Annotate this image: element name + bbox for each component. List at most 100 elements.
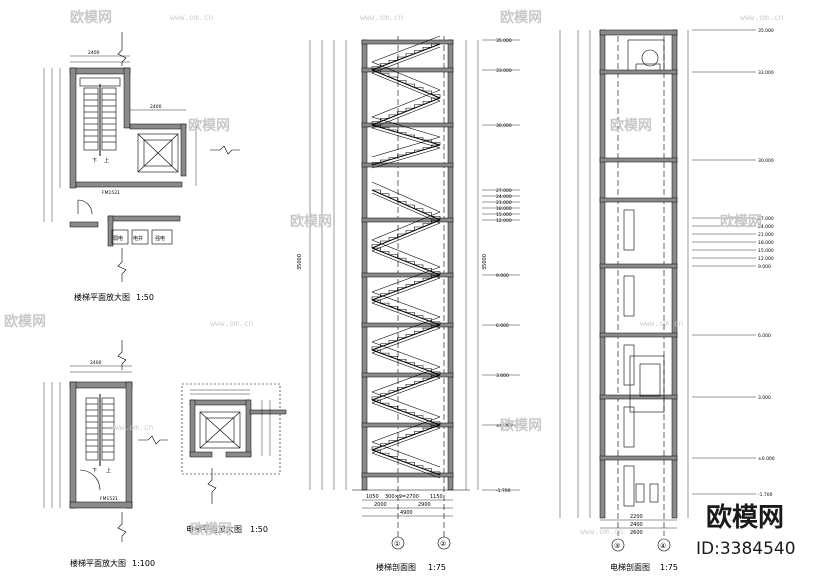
stair-bottom-dim-4: 2000: [374, 502, 387, 508]
elevator-elevation-label: 3.000: [758, 395, 771, 401]
elevator-section-title: 电梯剖面图: [610, 562, 650, 572]
elevator-slab: [599, 394, 678, 400]
elevator-elevation-label: -1.700: [758, 492, 773, 498]
door-tag: FM1521: [102, 190, 120, 196]
elevator-plan-scale: 1:50: [250, 525, 268, 534]
stair-slab: [361, 322, 454, 328]
elevator-slab: [599, 332, 678, 338]
stair-plan-2-scale: 1:100: [132, 559, 155, 568]
stair-bottom-dim-1: 1050: [366, 494, 379, 500]
stair-slab: [361, 67, 454, 73]
stair-slab: [361, 472, 454, 478]
id-badge: 欧模网 ID:3384540: [696, 502, 796, 559]
stair-slab: [361, 272, 454, 278]
stair-elevation-label: 18.000: [496, 206, 512, 212]
stair-bottom-dim-6: 4900: [400, 510, 413, 516]
elevator-slab: [599, 455, 678, 461]
stair-slab: [361, 422, 454, 428]
room-label-well: 电井: [133, 235, 143, 242]
elev-bottom-dim-2: 2400: [630, 522, 643, 528]
stair-axis-1: ①: [394, 540, 400, 548]
stair-flight: [371, 181, 441, 224]
elevator-elevation-label: 27.000: [758, 216, 774, 222]
stair-flight: [371, 35, 441, 74]
elev-bottom-dim-3: 2600: [630, 530, 643, 536]
stair-slab: [361, 372, 454, 378]
id-badge-number: ID:3384540: [696, 539, 796, 559]
stair-elevation-label: 9.000: [496, 273, 509, 279]
stair-flight: [371, 341, 441, 379]
landing-door: [623, 344, 635, 386]
stair-flight: [371, 136, 441, 169]
stair-elevation-label: 6.000: [496, 323, 509, 329]
stair-plan-1: 下 上 弱电 电井 强电 FM1521 2400 2400: [43, 32, 240, 302]
stair-flight: [371, 266, 441, 304]
watermark-brand-2: 欧模网: [500, 9, 542, 26]
stair-flight: [371, 366, 441, 404]
stair-elevation-label: ±0.000: [496, 423, 513, 429]
stair-section-scale: 1:75: [428, 563, 446, 572]
dim-top-b: 2400: [90, 360, 102, 366]
elevator-elevation-label: 6.000: [758, 333, 771, 339]
stair-plan-1-title: 楼梯平面放大图: [74, 292, 130, 302]
svg-text:下: 下: [92, 468, 97, 474]
watermark-brand-3: 欧模网: [188, 117, 230, 134]
id-badge-brand: 欧模网: [706, 502, 784, 533]
watermark-site-5: www.om.cn: [640, 319, 684, 328]
stair-slab: [361, 217, 454, 223]
watermark-brand-1: 欧模网: [70, 9, 112, 26]
elevator-elevation-label: 35.000: [758, 28, 774, 34]
elevator-elevation-label: 12.000: [758, 256, 774, 262]
stair-plan-2-title: 楼梯平面放大图: [70, 558, 126, 568]
stair-flight: [371, 391, 441, 429]
svg-text:上: 上: [106, 467, 111, 474]
elevator-elevation-label: 21.000: [758, 232, 774, 238]
stair-plan-1-scale: 1:50: [136, 293, 154, 302]
elevator-slab: [599, 197, 678, 203]
stair-section-title: 楼梯剖面图: [376, 562, 416, 572]
stair-slab: [361, 162, 454, 168]
stair-elevation-label: 33.000: [496, 68, 512, 74]
elevator-slab: [599, 69, 678, 75]
stair-flight: [371, 116, 441, 149]
stair-plan-2: 下 上 FM1521 2400 楼梯平面放大图 1:100: [43, 340, 168, 568]
stair-elevation-label: 12.000: [496, 218, 512, 224]
watermarks: 欧模网 www.om.cn 欧模网 www.om.cn www.om.cn 欧模…: [4, 9, 784, 538]
elevator-plan: 电梯平面放大图 1:50: [181, 383, 287, 534]
stair-slab: [361, 122, 454, 128]
stair-elevation-label: 15.000: [496, 212, 512, 218]
stair-flight: [371, 291, 441, 329]
stair-axis-2: ②: [440, 540, 446, 548]
watermark-site-4: www.om.cn: [210, 319, 254, 328]
elevator-plan-title: 电梯平面放大图: [186, 524, 242, 534]
elevator-elevation-label: 33.000: [758, 70, 774, 76]
room-label-strong: 强电: [155, 235, 165, 242]
watermark-site-1: www.om.cn: [170, 13, 214, 22]
landing-door: [623, 465, 635, 507]
stair-bottom-dim-2: 300×9=2700: [385, 494, 419, 500]
elevator-section: 35.00033.00030.00027.00024.00021.00018.0…: [559, 28, 775, 572]
elev-axis-3: ③: [614, 542, 620, 550]
watermark-site-3: www.om.cn: [740, 13, 784, 22]
elev-axis-4: ④: [660, 542, 666, 550]
stair-total-height-right: 35000: [482, 254, 488, 270]
stair-flight: [371, 416, 441, 454]
svg-text:下: 下: [92, 158, 97, 164]
elevator-elevation-label: 24.000: [758, 224, 774, 230]
stair-flight: [371, 239, 441, 279]
stair-flight: [371, 316, 441, 354]
elevator-elevation-label: 15.000: [758, 248, 774, 254]
dim-top-a: 2400: [88, 50, 100, 56]
svg-text:上: 上: [104, 157, 109, 164]
elevator-elevation-label: ±0.000: [758, 456, 775, 462]
stair-flight: [371, 61, 441, 102]
room-label-weak: 弱电: [113, 235, 123, 242]
watermark-brand-4: 欧模网: [610, 117, 652, 134]
elevator-slab: [599, 157, 678, 163]
elevator-elevation-label: 9.000: [758, 264, 771, 270]
stair-flight: [371, 441, 441, 479]
watermark-brand-5: 欧模网: [290, 213, 332, 230]
stair-section: 35000 35000 35.00033.00030.00027.00024.0…: [297, 35, 520, 572]
elevator-elevation-label: 30.000: [758, 158, 774, 164]
